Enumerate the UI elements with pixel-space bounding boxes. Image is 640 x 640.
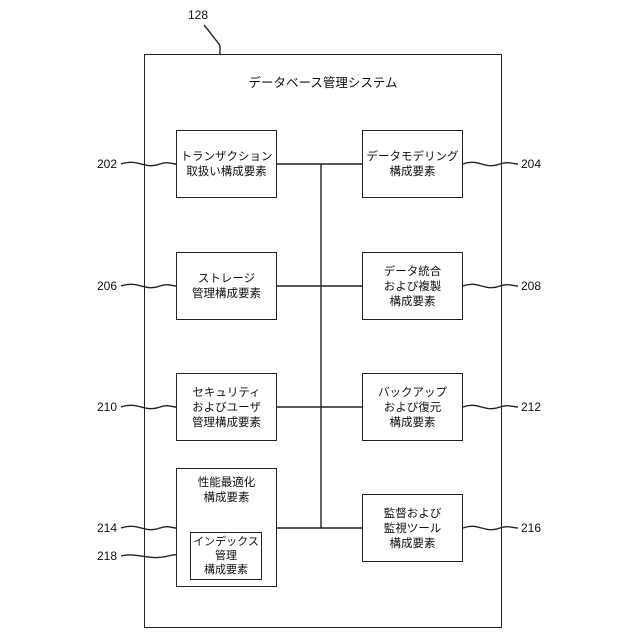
ref-212: 212: [521, 400, 541, 414]
component-label-line: および複製: [384, 279, 442, 294]
component-label-line: および復元: [384, 400, 442, 415]
ref-204: 204: [521, 157, 541, 171]
component-label-line: 構成要素: [204, 490, 250, 505]
component-label-line: インデックス: [193, 535, 259, 549]
ref-208: 208: [521, 279, 541, 293]
component-label-line: 構成要素: [390, 164, 436, 179]
ref-202: 202: [97, 157, 117, 171]
ref-128: 128: [188, 8, 208, 22]
component-label-line: ストレージ: [198, 271, 255, 286]
ref-214: 214: [97, 521, 117, 535]
monitoring-tools-component: 監督および 監視ツール 構成要素: [362, 494, 463, 562]
data-modeling-component: データモデリング 構成要素: [362, 130, 463, 198]
component-label-line: 取扱い構成要素: [186, 164, 267, 179]
component-label-line: およびユーザ: [192, 400, 261, 415]
transaction-handling-component: トランザクション 取扱い構成要素: [176, 130, 277, 198]
component-label-line: データモデリング: [367, 149, 459, 164]
component-label-line: 管理構成要素: [192, 286, 261, 301]
security-user-management-component: セキュリティ およびユーザ 管理構成要素: [176, 373, 277, 441]
index-management-component: インデックス 管理 構成要素: [190, 532, 262, 580]
ref-216: 216: [521, 521, 541, 535]
component-label-line: 構成要素: [204, 563, 248, 577]
component-label-line: 構成要素: [390, 294, 436, 309]
component-label-line: セキュリティ: [192, 385, 260, 400]
component-label-line: データ統合: [384, 264, 442, 279]
component-label-line: 管理: [215, 549, 237, 563]
ref-210: 210: [97, 400, 117, 414]
ref-218: 218: [97, 549, 117, 563]
ref-206: 206: [97, 279, 117, 293]
component-label-line: トランザクション: [181, 149, 273, 164]
component-label-line: 構成要素: [390, 536, 436, 551]
component-label-line: 構成要素: [390, 415, 436, 430]
system-title: データベース管理システム: [144, 72, 502, 91]
component-label-line: 性能最適化: [198, 475, 256, 490]
leader-128: [204, 25, 221, 55]
component-label-line: 管理構成要素: [192, 415, 261, 430]
component-label-line: 監督および: [384, 506, 442, 521]
component-label-line: バックアップ: [378, 385, 447, 400]
component-label-line: 監視ツール: [384, 521, 442, 536]
storage-management-component: ストレージ 管理構成要素: [176, 252, 277, 320]
backup-restore-component: バックアップ および復元 構成要素: [362, 373, 463, 441]
data-integration-replication-component: データ統合 および複製 構成要素: [362, 252, 463, 320]
